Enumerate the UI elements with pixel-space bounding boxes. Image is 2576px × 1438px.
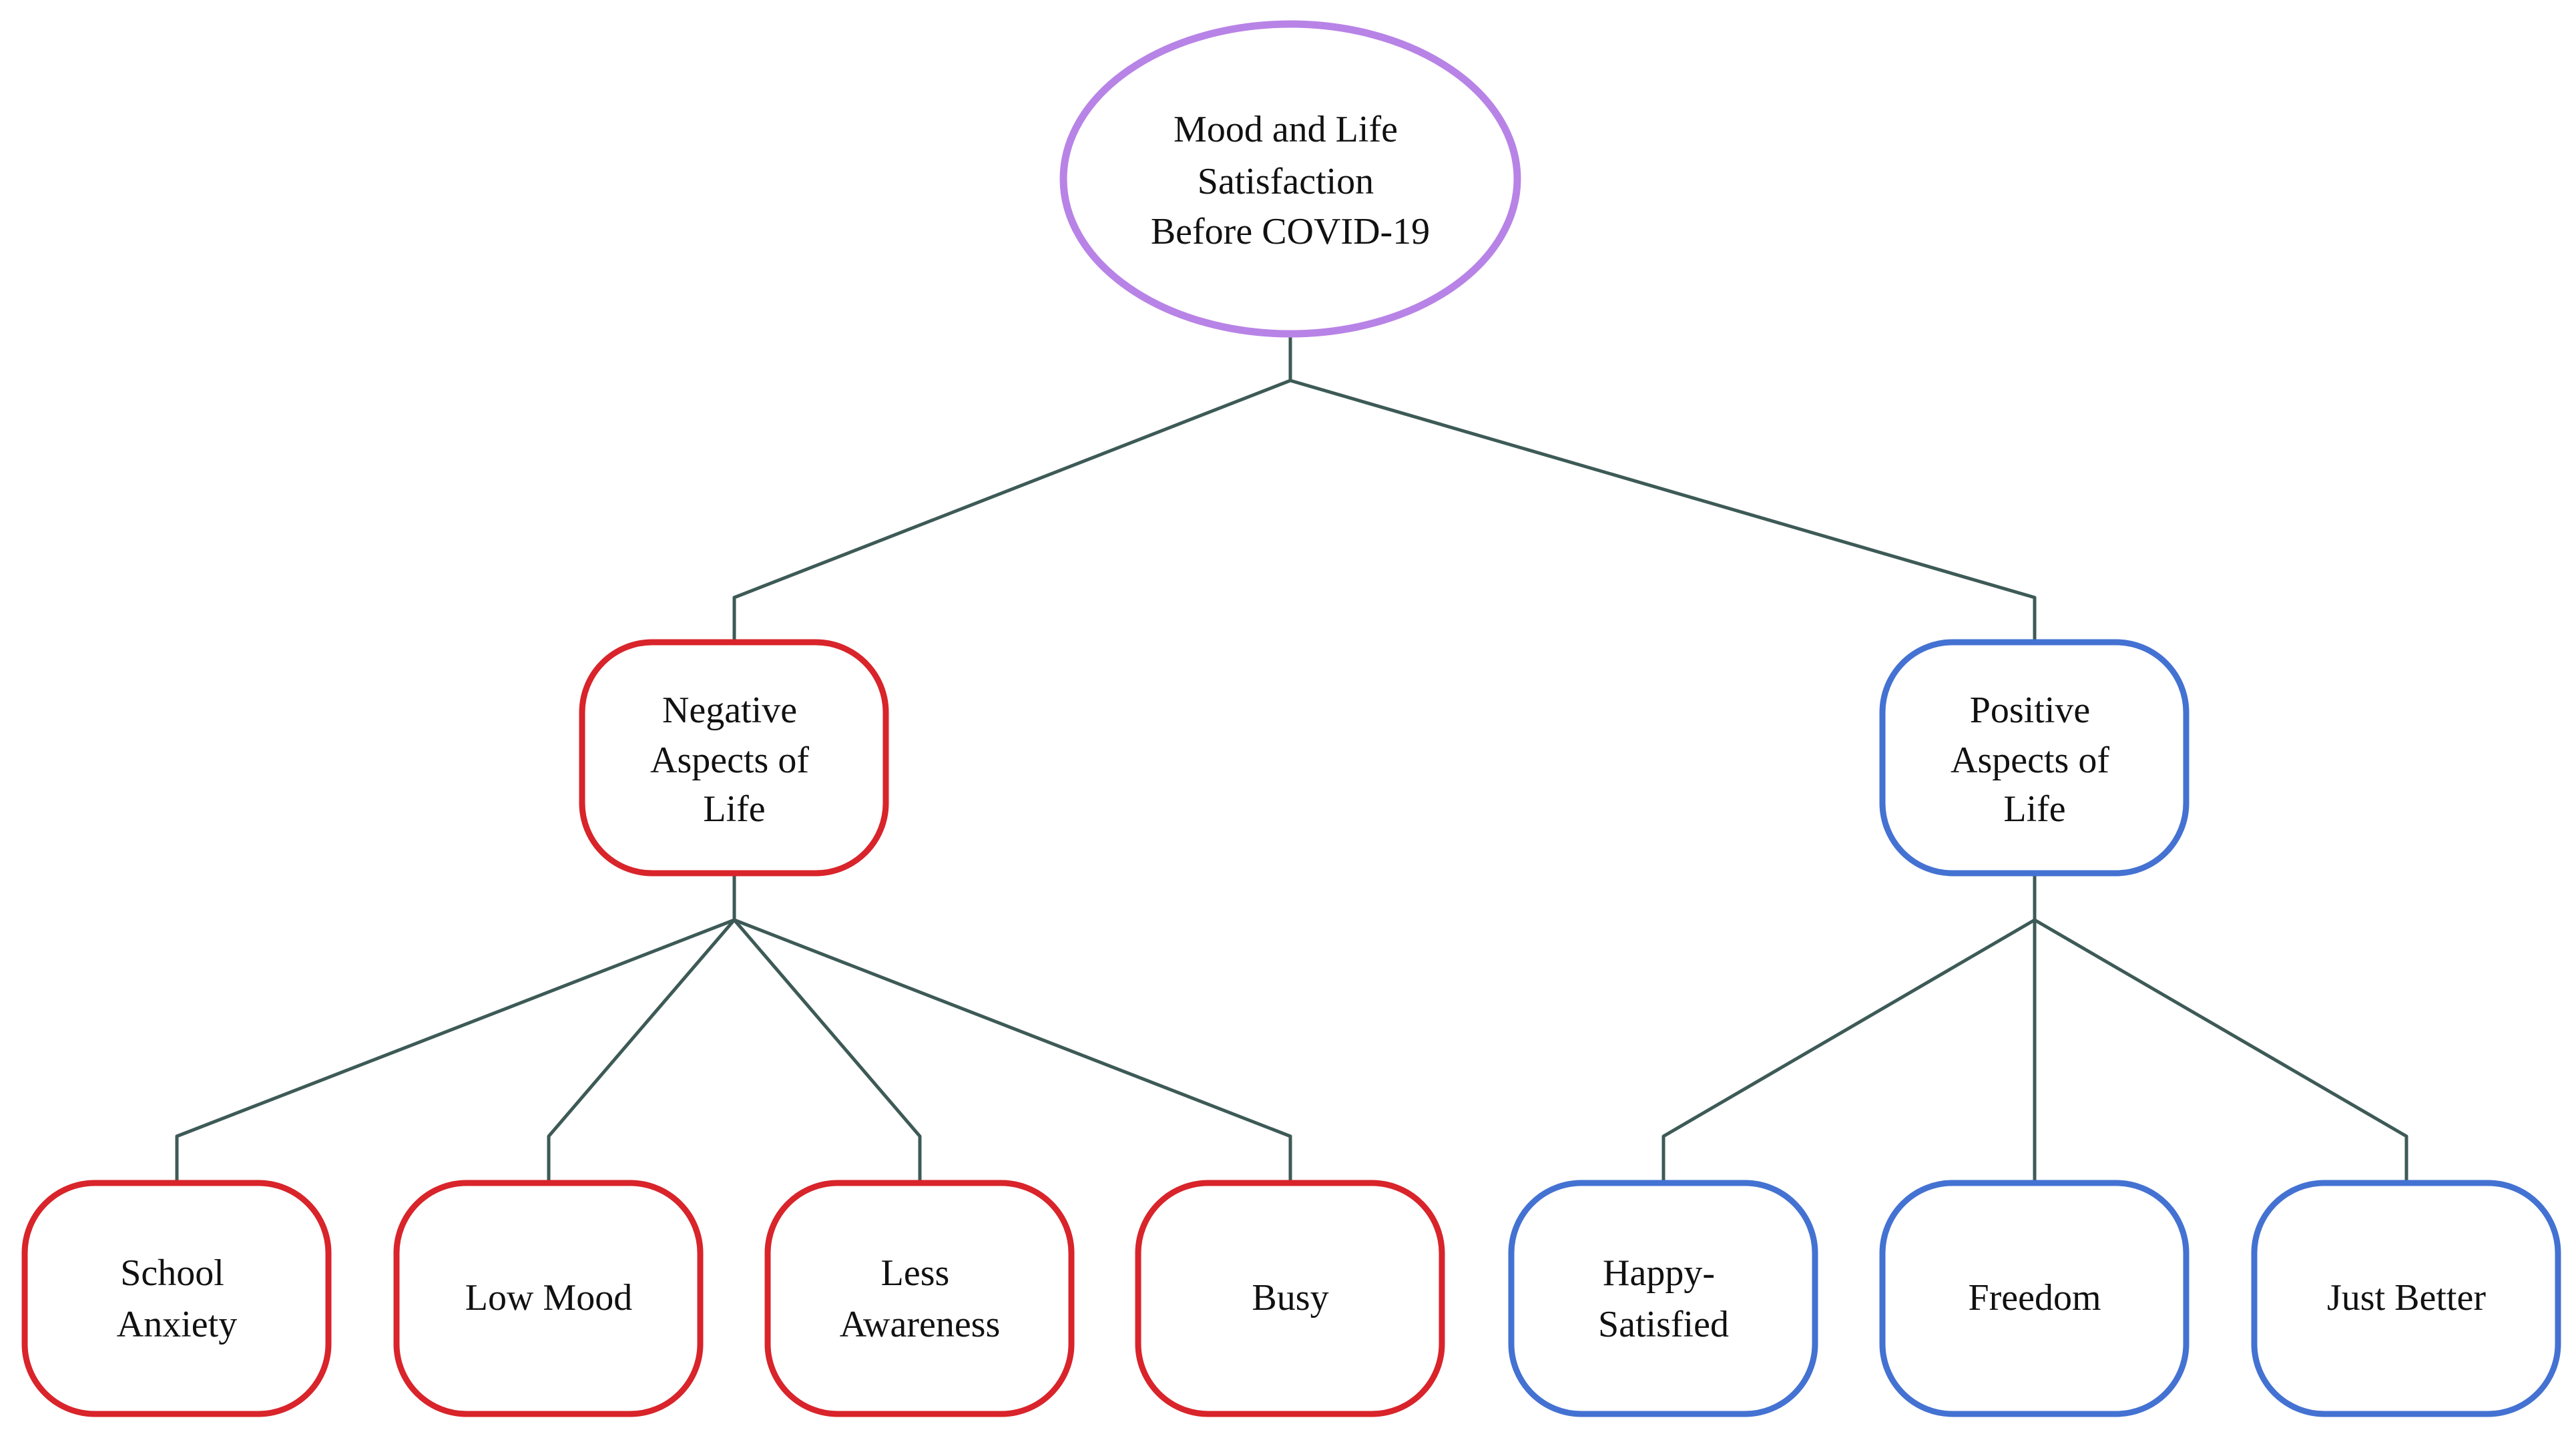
root-label-line: Mood and Life bbox=[1174, 109, 1398, 150]
busy-node: Busy bbox=[1135, 1180, 1445, 1417]
root-label-line: Satisfaction bbox=[1198, 161, 1374, 202]
connector-negative-busy bbox=[734, 918, 1292, 1182]
just-better-box bbox=[2251, 1180, 2561, 1417]
positive-aspects-label: Positive Aspects of Life bbox=[1951, 690, 2119, 830]
negative-aspects-label-line: Aspects of bbox=[650, 740, 809, 781]
busy-box bbox=[1135, 1180, 1445, 1417]
connector-negative-low-mood bbox=[547, 919, 736, 1182]
root-node: Mood and Life Satisfaction Before COVID-… bbox=[1059, 20, 1521, 338]
happy-satisfied-label: Happy- Satisfied bbox=[1598, 1252, 1729, 1345]
happy-satisfied-label-line: Happy- bbox=[1603, 1252, 1715, 1294]
negative-aspects-label-line: Life bbox=[703, 788, 765, 830]
connector-positive-just-better bbox=[2033, 918, 2408, 1182]
school-anxiety-node: School Anxiety bbox=[21, 1180, 332, 1417]
just-better-label-line: Just Better bbox=[2327, 1277, 2486, 1319]
less-awareness-label-line: Less bbox=[881, 1252, 950, 1294]
less-awareness-label: Less Awareness bbox=[840, 1252, 1001, 1345]
connector-root-negative bbox=[732, 337, 1292, 641]
freedom-node: Freedom bbox=[1879, 1180, 2189, 1417]
negative-aspects-label-line: Negative bbox=[662, 690, 797, 731]
less-awareness-box bbox=[764, 1180, 1075, 1417]
freedom-label-line: Freedom bbox=[1968, 1277, 2101, 1319]
less-awareness-node: Less Awareness bbox=[764, 1180, 1075, 1417]
positive-aspects-label-line: Life bbox=[2003, 788, 2065, 830]
positive-aspects-label-line: Positive bbox=[1970, 690, 2090, 731]
less-awareness-label-line: Awareness bbox=[840, 1304, 1001, 1345]
positive-aspects-box bbox=[1879, 639, 2189, 877]
school-anxiety-label-line: School bbox=[120, 1252, 224, 1294]
freedom-label: Freedom bbox=[1968, 1277, 2101, 1319]
school-anxiety-label: School Anxiety bbox=[117, 1252, 237, 1345]
busy-label: Busy bbox=[1252, 1277, 1328, 1319]
root-label-line: Before COVID-19 bbox=[1151, 211, 1430, 252]
low-mood-box bbox=[393, 1180, 704, 1417]
happy-satisfied-label-line: Satisfied bbox=[1598, 1304, 1729, 1345]
connector-negative-less-awareness bbox=[733, 919, 922, 1182]
connector-positive-happy-satisfied bbox=[1661, 875, 2037, 1182]
positive-aspects-label-line: Aspects of bbox=[1951, 740, 2109, 781]
low-mood-label: Low Mood bbox=[465, 1277, 632, 1319]
busy-label-line: Busy bbox=[1252, 1277, 1328, 1319]
negative-aspects-node: Negative Aspects of Life bbox=[579, 639, 889, 877]
connector-root-positive bbox=[1290, 379, 2037, 641]
negative-aspects-box bbox=[579, 639, 889, 877]
school-anxiety-label-line: Anxiety bbox=[117, 1304, 237, 1345]
just-better-node: Just Better bbox=[2251, 1180, 2561, 1417]
happy-satisfied-box bbox=[1508, 1180, 1818, 1417]
low-mood-node: Low Mood bbox=[393, 1180, 704, 1417]
just-better-label: Just Better bbox=[2327, 1277, 2486, 1319]
happy-satisfied-node: Happy- Satisfied bbox=[1508, 1180, 1818, 1417]
root-ellipse bbox=[1059, 20, 1521, 338]
positive-aspects-node: Positive Aspects of Life bbox=[1879, 639, 2189, 877]
connector-negative-school-anxiety bbox=[175, 875, 736, 1182]
low-mood-label-line: Low Mood bbox=[465, 1277, 632, 1319]
freedom-box bbox=[1879, 1180, 2189, 1417]
negative-aspects-label: Negative Aspects of Life bbox=[650, 690, 818, 830]
school-anxiety-box bbox=[21, 1180, 332, 1417]
root-label: Mood and Life Satisfaction Before COVID-… bbox=[1151, 109, 1430, 252]
connectors bbox=[175, 337, 2408, 1182]
